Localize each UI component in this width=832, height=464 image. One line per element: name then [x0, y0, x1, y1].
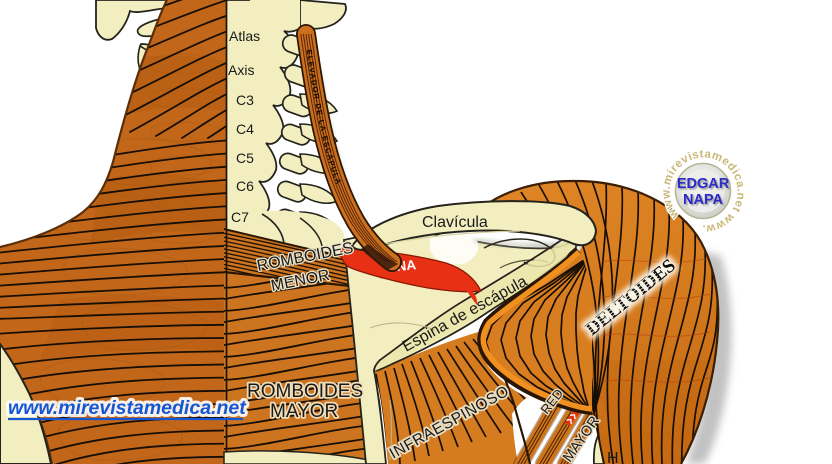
svg-text:Axis: Axis: [228, 62, 254, 78]
svg-text:C3: C3: [236, 92, 254, 108]
svg-text:Clavícula: Clavícula: [422, 214, 488, 231]
svg-text:C5: C5: [236, 150, 254, 166]
svg-text:H: H: [607, 450, 619, 464]
svg-text:www.mirevistamedica.net: www.mirevistamedica.net: [8, 397, 247, 419]
svg-text:C4: C4: [236, 121, 254, 137]
svg-text:Atlas: Atlas: [229, 28, 260, 44]
svg-text:C7: C7: [231, 209, 249, 225]
svg-text:NAPA: NAPA: [683, 192, 724, 208]
svg-text:ROMBOIDES: ROMBOIDES: [247, 381, 363, 402]
svg-text:C6: C6: [236, 178, 254, 194]
svg-text:www.mirevistamedica.net: www.mirevistamedica.net: [8, 397, 247, 419]
svg-text:EDGAR: EDGAR: [677, 176, 730, 192]
svg-text:MAYOR: MAYOR: [270, 401, 338, 422]
